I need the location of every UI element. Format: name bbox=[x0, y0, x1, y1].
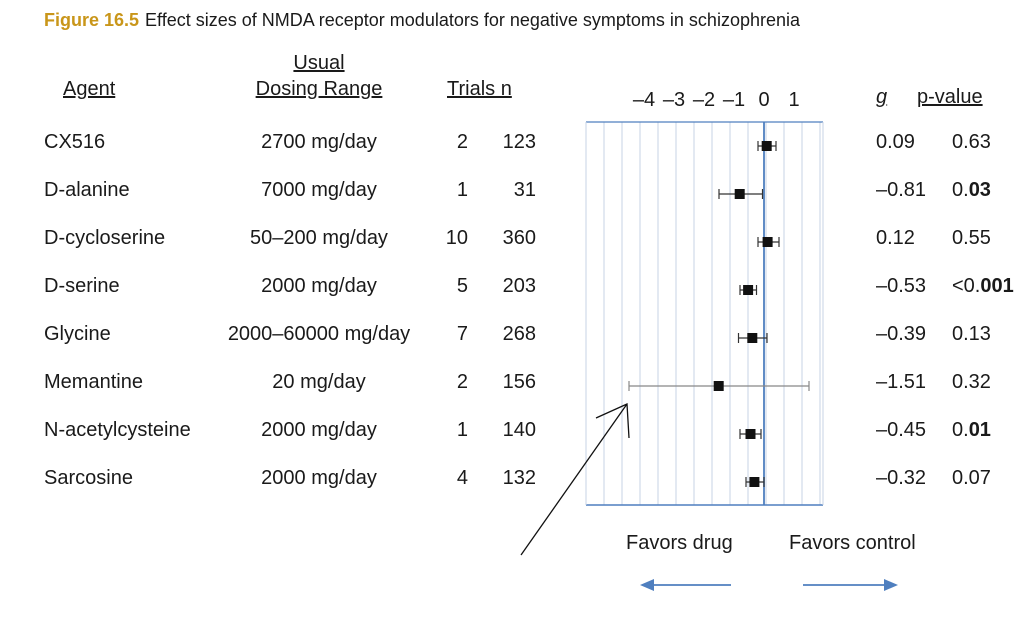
cell-trials: 2 bbox=[456, 371, 468, 393]
p-value-text: 0.07 bbox=[952, 467, 991, 489]
favors-drug-arrowhead bbox=[640, 579, 654, 591]
cell-dosing: 7000 mg/day bbox=[261, 179, 377, 201]
p-value-significant-digits: 01 bbox=[968, 419, 991, 441]
cell-g: –0.81 bbox=[876, 179, 927, 201]
cell-agent: D-alanine bbox=[44, 179, 130, 201]
cell-trials: 2 bbox=[456, 131, 468, 153]
cell-n: 31 bbox=[513, 179, 536, 201]
cell-trials: 10 bbox=[445, 227, 468, 249]
p-value-text: 0. bbox=[952, 179, 969, 201]
point-estimate bbox=[734, 189, 745, 199]
cell-g: 0.12 bbox=[876, 227, 915, 249]
x-tick-label: –4 bbox=[633, 89, 655, 111]
annotation-arrow-line bbox=[520, 403, 628, 556]
p-value-text: 0. bbox=[952, 419, 969, 441]
cell-dosing: 2000–60000 mg/day bbox=[227, 323, 411, 345]
cell-n: 156 bbox=[502, 371, 536, 393]
header-p-value: p-value bbox=[917, 86, 983, 108]
figure-label: Figure 16.5 bbox=[44, 10, 140, 30]
cell-n: 268 bbox=[502, 323, 536, 345]
cell-n: 360 bbox=[502, 227, 536, 249]
favors-control-arrowhead bbox=[884, 579, 898, 591]
cell-dosing: 2700 mg/day bbox=[261, 131, 377, 153]
favors-drug-label: Favors drug bbox=[626, 532, 733, 554]
cell-g: 0.09 bbox=[876, 131, 915, 153]
cell-agent: D-cycloserine bbox=[44, 227, 166, 249]
point-estimate bbox=[747, 333, 758, 343]
header-g: g bbox=[876, 86, 888, 108]
cell-agent: N-acetylcysteine bbox=[44, 419, 191, 441]
p-value-text: 0.13 bbox=[952, 323, 991, 345]
header-trials-n: Trials n bbox=[447, 78, 512, 100]
point-estimate bbox=[745, 429, 756, 439]
cell-n: 140 bbox=[502, 419, 536, 441]
figure-caption: Effect sizes of NMDA receptor modulators… bbox=[145, 10, 800, 30]
x-tick-label: –3 bbox=[663, 89, 685, 111]
x-tick-label: 1 bbox=[788, 89, 799, 111]
point-estimate bbox=[761, 141, 772, 151]
cell-p-value: 0.01 bbox=[952, 419, 991, 442]
cell-agent: Sarcosine bbox=[44, 467, 133, 489]
cell-n: 132 bbox=[502, 467, 536, 489]
cell-g: –1.51 bbox=[876, 371, 927, 393]
favors-control-label: Favors control bbox=[789, 532, 916, 554]
p-value-significant-digits: 001 bbox=[980, 275, 1014, 297]
p-value-text: 0.32 bbox=[952, 371, 991, 393]
p-value-significant-digits: 03 bbox=[968, 179, 991, 201]
cell-agent: CX516 bbox=[44, 131, 106, 153]
cell-trials: 4 bbox=[456, 467, 468, 489]
x-tick-label: –2 bbox=[693, 89, 715, 111]
cell-p-value: 0.32 bbox=[952, 371, 991, 394]
p-value-text: 0.55 bbox=[952, 227, 991, 249]
point-estimate bbox=[749, 477, 760, 487]
cell-trials: 1 bbox=[456, 419, 468, 441]
point-estimate bbox=[743, 285, 754, 295]
cell-p-value: <0.001 bbox=[952, 275, 1014, 298]
cell-g: –0.32 bbox=[876, 467, 927, 489]
cell-dosing: 2000 mg/day bbox=[261, 467, 377, 489]
p-value-text: 0.63 bbox=[952, 131, 991, 153]
p-value-text: <0. bbox=[952, 275, 981, 297]
cell-agent: D-serine bbox=[44, 275, 120, 297]
cell-p-value: 0.07 bbox=[952, 467, 991, 490]
cell-p-value: 0.55 bbox=[952, 227, 991, 250]
header-agent: Agent bbox=[63, 78, 116, 100]
point-estimate bbox=[713, 381, 724, 391]
cell-agent: Memantine bbox=[44, 371, 143, 393]
cell-g: –0.39 bbox=[876, 323, 927, 345]
cell-agent: Glycine bbox=[44, 323, 111, 345]
cell-g: –0.53 bbox=[876, 275, 927, 297]
cell-n: 123 bbox=[502, 131, 536, 153]
cell-dosing: 20 mg/day bbox=[272, 371, 366, 393]
cell-g: –0.45 bbox=[876, 419, 927, 441]
cell-trials: 1 bbox=[456, 179, 468, 201]
cell-trials: 7 bbox=[456, 323, 468, 345]
header-dosing-line2: Dosing Range bbox=[255, 78, 383, 100]
cell-p-value: 0.63 bbox=[952, 131, 991, 154]
cell-p-value: 0.13 bbox=[952, 323, 991, 346]
cell-dosing: 2000 mg/day bbox=[261, 419, 377, 441]
cell-dosing: 2000 mg/day bbox=[261, 275, 377, 297]
cell-p-value: 0.03 bbox=[952, 179, 991, 202]
header-dosing-line1: Usual bbox=[293, 52, 345, 74]
cell-dosing: 50–200 mg/day bbox=[250, 227, 388, 249]
annotation-arrow-head bbox=[595, 403, 630, 439]
cell-n: 203 bbox=[502, 275, 536, 297]
point-estimate bbox=[762, 237, 773, 247]
cell-trials: 5 bbox=[456, 275, 468, 297]
x-tick-label: –1 bbox=[723, 89, 745, 111]
x-tick-label: 0 bbox=[758, 89, 769, 111]
